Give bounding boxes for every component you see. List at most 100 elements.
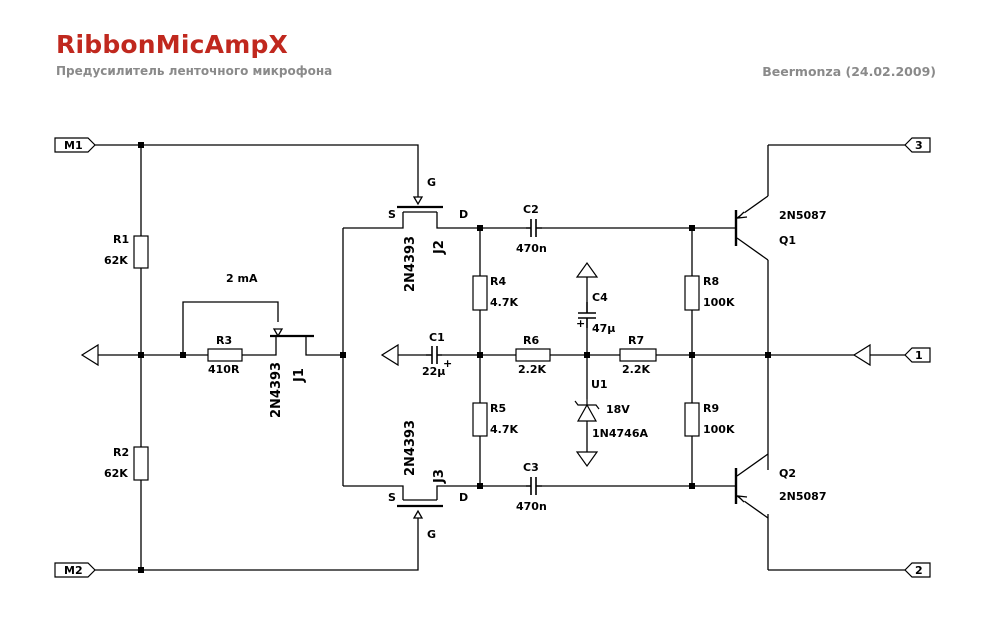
j3-name: J3 [432,469,447,484]
q2-name: Q2 [779,467,796,480]
port-m2: M2 [54,562,96,578]
r2-value: 62K [104,467,128,480]
r4-name: R4 [490,275,506,288]
junction-dots [138,142,771,573]
c4-name: C4 [592,291,608,304]
c3-name: C3 [523,461,539,474]
j1-name: J1 [292,368,307,383]
j2-drain-label: D [459,208,468,221]
r9-value: 100K [703,423,735,436]
j3-drain-label: D [459,491,468,504]
r3-name: R3 [216,334,232,347]
r6-name: R6 [523,334,539,347]
zener-diode-u1 [574,399,600,423]
resistor-r8 [684,275,700,311]
c1-value: 22µ [422,365,445,378]
r8-value: 100K [703,296,735,309]
resistor-r3 [207,348,243,362]
port-3: 3 [904,137,931,153]
junction-dot [138,567,144,573]
wires [95,144,905,571]
junction-dot [477,225,483,231]
c1-polarity: + [443,357,452,370]
resistor-r1 [133,235,149,269]
junction-dot [138,142,144,148]
j2-name: J2 [432,240,447,255]
junction-dot [584,352,590,358]
c3-value: 470n [516,500,547,513]
r5-name: R5 [490,402,506,415]
r7-value: 2.2K [622,363,650,376]
ground-left [80,343,99,367]
q1-name: Q1 [779,234,796,247]
ground-right [852,343,871,367]
junction-dot [689,225,695,231]
port-1-label: 1 [915,349,923,362]
r4-value: 4.7K [490,296,518,309]
j2-source-label: S [388,208,396,221]
port-m1: M1 [54,137,96,153]
j3-gate-label: G [427,528,436,541]
author-date: Beermonza (24.02.2009) [762,64,936,79]
q1-part: 2N5087 [779,209,826,222]
ground-c4 [575,261,599,278]
capacitor-c1 [426,346,442,364]
ground-symbols [80,261,871,468]
bjt-q1 [734,195,769,261]
schematic-subtitle: Предусилитель ленточного микрофона [56,64,333,78]
u1-part: 1N4746A [592,427,648,440]
junction-dot [477,352,483,358]
capacitor-c2 [526,219,542,237]
q2-part: 2N5087 [779,490,826,503]
junction-dot [180,352,186,358]
c4-polarity: + [576,317,585,330]
r7-name: R7 [628,334,644,347]
j2-part: 2N4393 [403,236,418,292]
u1-name: U1 [591,378,608,391]
jfet-j3 [397,504,443,519]
capacitor-c3 [526,477,542,495]
port-2: 2 [904,562,931,578]
port-2-label: 2 [915,564,923,577]
c4-value: 47µ [592,322,615,335]
capacitor-c4 [578,302,596,328]
r3-value: 410R [208,363,240,376]
resistor-r6 [515,348,551,362]
j2-gate-label: G [427,176,436,189]
resistor-r2 [133,446,149,481]
ground-mid [380,343,399,367]
junction-dot [765,352,771,358]
jfet-j2 [397,196,443,209]
j3-source-label: S [388,491,396,504]
r2-name: R2 [113,446,129,459]
resistor-r9 [684,402,700,437]
resistor-r5 [472,402,488,437]
bjt-q2 [734,453,769,519]
c1-name: C1 [429,331,445,344]
ground-u1 [575,451,599,468]
r1-name: R1 [113,233,129,246]
port-m1-label: M1 [64,139,83,152]
schematic-title: RibbonMicAmpX [56,30,289,59]
port-m2-label: M2 [64,564,83,577]
j3-part: 2N4393 [403,420,418,476]
r6-value: 2.2K [518,363,546,376]
r1-value: 62K [104,254,128,267]
junction-dot [340,352,346,358]
resistor-r7 [619,348,657,362]
resistor-r4 [472,275,488,311]
port-3-label: 3 [915,139,923,152]
current-annotation: 2 mA [226,272,258,285]
jfet-j1 [270,328,314,338]
r8-name: R8 [703,275,719,288]
junction-dot [477,483,483,489]
port-1: 1 [904,347,931,363]
junction-dot [138,352,144,358]
junction-dot [689,483,695,489]
u1-voltage: 18V [606,403,630,416]
r9-name: R9 [703,402,719,415]
c2-name: C2 [523,203,539,216]
junction-dot [689,352,695,358]
r5-value: 4.7K [490,423,518,436]
